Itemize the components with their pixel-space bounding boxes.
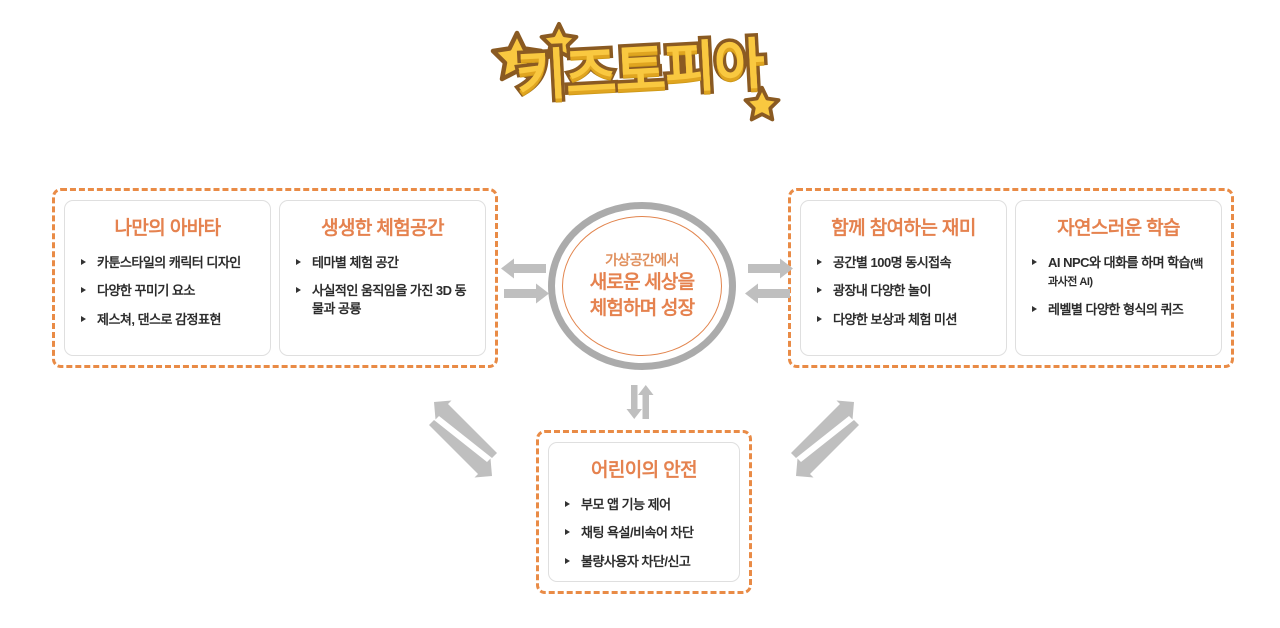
list-item: 다양한 보상과 체험 미션	[817, 311, 996, 329]
list-item: 사실적인 움직임을 가진 3D 동물과 공룡	[296, 282, 475, 317]
list-item-label: 레벨별 다양한 형식의 퀴즈	[1048, 301, 1184, 317]
center-concept-inner-ring: 가상공간에서 새로운 세상을 체험하며 성장	[562, 216, 722, 356]
arrow-vertical-pair-icon	[626, 385, 654, 419]
list-item: 제스쳐, 댄스로 감정표현	[81, 311, 260, 329]
list-item: 부모 앱 기능 제어	[565, 496, 729, 514]
list-item: 카툰스타일의 캐릭터 디자인	[81, 254, 260, 272]
list-item: 채팅 욕설/비속어 차단	[565, 524, 729, 542]
list-item-label: AI NPC와 대화를 하며 학습	[1048, 254, 1191, 270]
arrow-right-pair-icon	[745, 258, 793, 304]
list-item-label: 광장내 다양한 놀이	[833, 283, 931, 299]
list-item: 테마별 체험 공간	[296, 254, 475, 272]
triangle-bullet-icon	[1032, 305, 1037, 312]
list-item-label: 채팅 욕설/비속어 차단	[581, 525, 694, 541]
feature-card-child-safety[interactable]: 어린이의 안전 부모 앱 기능 제어 채팅 욕설/비속어 차단 불량사용자 차단…	[548, 442, 740, 582]
list-item: 불량사용자 차단/신고	[565, 553, 729, 571]
list-item-label: 공간별 100명 동시접속	[833, 254, 952, 270]
bullet-list: 부모 앱 기능 제어 채팅 욕설/비속어 차단 불량사용자 차단/신고	[559, 496, 729, 571]
list-item-label: 다양한 꾸미기 요소	[97, 283, 195, 299]
triangle-bullet-icon	[817, 287, 822, 294]
triangle-bullet-icon	[296, 258, 301, 265]
triangle-bullet-icon	[296, 287, 301, 294]
card-title: 자연스러운 학습	[1057, 218, 1180, 239]
feature-group-right: 함께 참여하는 재미 공간별 100명 동시접속 광장내 다양한 놀이 다양한 …	[788, 188, 1234, 368]
triangle-bullet-icon	[817, 258, 822, 265]
bullet-list: 공간별 100명 동시접속 광장내 다양한 놀이 다양한 보상과 체험 미션	[811, 254, 996, 329]
feature-card-participation-fun[interactable]: 함께 참여하는 재미 공간별 100명 동시접속 광장내 다양한 놀이 다양한 …	[800, 200, 1007, 356]
arrow-diagonal-bottom-left-icon	[429, 400, 497, 478]
list-item-label: 제스쳐, 댄스로 감정표현	[97, 311, 221, 327]
triangle-bullet-icon	[81, 287, 86, 294]
list-item-label: 테마별 체험 공간	[312, 254, 399, 270]
card-title: 함께 참여하는 재미	[831, 218, 976, 239]
center-text-line-2: 새로운 세상을	[589, 272, 695, 294]
card-title: 나만의 아바타	[114, 218, 222, 239]
list-item-label: 부모 앱 기능 제어	[581, 496, 671, 512]
triangle-bullet-icon	[565, 500, 570, 507]
triangle-bullet-icon	[565, 557, 570, 564]
bullet-list: AI NPC와 대화를 하며 학습(백과사전 AI) 레벨별 다양한 형식의 퀴…	[1026, 254, 1211, 318]
center-text-line-3: 체험하며 성장	[589, 297, 695, 319]
list-item-label: 불량사용자 차단/신고	[581, 553, 691, 569]
list-item-label: 사실적인 움직임을 가진 3D 동물과 공룡	[312, 283, 467, 316]
list-item-label: 카툰스타일의 캐릭터 디자인	[97, 254, 241, 270]
list-item: AI NPC와 대화를 하며 학습(백과사전 AI)	[1032, 254, 1211, 290]
feature-card-experience-space[interactable]: 생생한 체험공간 테마별 체험 공간 사실적인 움직임을 가진 3D 동물과 공…	[279, 200, 486, 356]
list-item: 다양한 꾸미기 요소	[81, 282, 260, 300]
card-title: 생생한 체험공간	[321, 218, 444, 239]
center-text-line-1: 가상공간에서	[605, 251, 679, 268]
bullet-list: 카툰스타일의 캐릭터 디자인 다양한 꾸미기 요소 제스쳐, 댄스로 감정표현	[75, 254, 260, 329]
list-item-sublabel: (백과사전 AI)	[1048, 257, 1203, 288]
feature-card-avatar[interactable]: 나만의 아바타 카툰스타일의 캐릭터 디자인 다양한 꾸미기 요소 제스쳐, 댄…	[64, 200, 271, 356]
list-item-label: 다양한 보상과 체험 미션	[833, 311, 957, 327]
triangle-bullet-icon	[565, 529, 570, 536]
bullet-list: 테마별 체험 공간 사실적인 움직임을 가진 3D 동물과 공룡	[290, 254, 475, 318]
list-item: 레벨별 다양한 형식의 퀴즈	[1032, 301, 1211, 319]
card-title: 어린이의 안전	[591, 460, 698, 481]
feature-group-left: 나만의 아바타 카툰스타일의 캐릭터 디자인 다양한 꾸미기 요소 제스쳐, 댄…	[52, 188, 498, 368]
triangle-bullet-icon	[81, 258, 86, 265]
triangle-bullet-icon	[1032, 258, 1037, 265]
triangle-bullet-icon	[817, 315, 822, 322]
arrow-left-pair-icon	[501, 258, 549, 304]
feature-card-natural-learning[interactable]: 자연스러운 학습 AI NPC와 대화를 하며 학습(백과사전 AI) 레벨별 …	[1015, 200, 1222, 356]
center-concept-circle: 가상공간에서 새로운 세상을 체험하며 성장	[548, 202, 736, 370]
list-item: 공간별 100명 동시접속	[817, 254, 996, 272]
list-item: 광장내 다양한 놀이	[817, 282, 996, 300]
arrow-diagonal-bottom-right-icon	[791, 400, 859, 478]
feature-group-bottom: 어린이의 안전 부모 앱 기능 제어 채팅 욕설/비속어 차단 불량사용자 차단…	[536, 430, 752, 594]
triangle-bullet-icon	[81, 315, 86, 322]
